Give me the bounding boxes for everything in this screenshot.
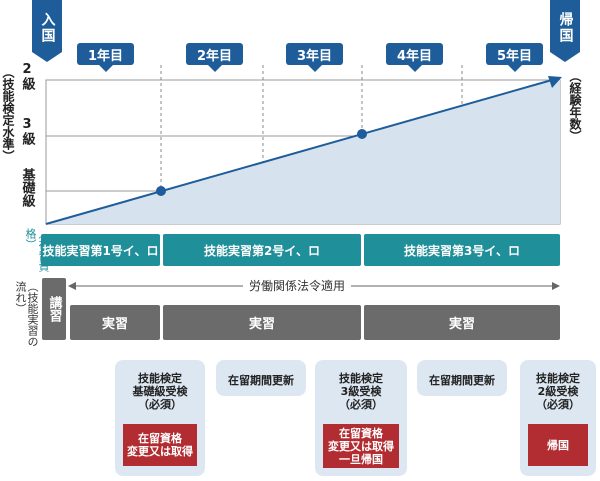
- lecture-label: 講習: [46, 296, 62, 322]
- year-label-1: 1年目: [87, 48, 124, 64]
- training-flow-label: （技能実習の流れ）: [14, 281, 39, 347]
- visa-bar-type2-label: 技能実習第2号イ、ロ: [203, 243, 321, 258]
- year-badge-2: 2年目: [186, 43, 243, 72]
- year-badge-5: 5年目: [486, 43, 543, 72]
- visa-bar-type3: 技能実習第3号イ、ロ: [364, 234, 560, 266]
- exam-card-level3-title: 技能検定 3級受検 （必須）: [339, 372, 383, 411]
- exam-card-level3-action: 在留資格 変更又は取得 一旦帰国: [323, 424, 399, 468]
- lecture-box: 講習: [42, 278, 66, 340]
- year-label-4: 4年目: [396, 48, 433, 64]
- y-axis-label: （技能検定水準）: [1, 66, 15, 162]
- visa-bar-type3-label: 技能実習第3号イ、ロ: [403, 243, 521, 258]
- renewal-card-1: 在留期間更新: [216, 360, 306, 396]
- exam-card-basic: 技能検定 基礎級受検 （必須） 在留資格 変更又は取得: [115, 360, 205, 476]
- skill-growth-line: [45, 79, 553, 225]
- exam-card-level2-action: 帰国: [528, 424, 588, 466]
- renewal-card-2: 在留期間更新: [417, 360, 507, 396]
- year-badge-3: 3年目: [286, 43, 343, 72]
- year-badge-1: 1年目: [77, 43, 134, 72]
- year-badge-4: 4年目: [386, 43, 443, 72]
- practice-bar-3-label: 実習: [448, 317, 475, 332]
- visa-bar-type1: 技能実習第1号イ、ロ: [41, 234, 160, 266]
- visa-bar-type1-label: 技能実習第1号イ、ロ: [42, 243, 159, 258]
- exam-card-level2-title: 技能検定 2級受検 （必須）: [536, 372, 580, 411]
- level3-milestone-dot: [357, 129, 367, 139]
- entry-label: 入国: [39, 12, 56, 44]
- practice-bar-2: 実習: [163, 305, 361, 340]
- level-basic-text: 基礎級: [19, 168, 35, 207]
- year-label-5: 5年目: [496, 48, 533, 64]
- level-3-label: 3級: [16, 117, 38, 149]
- exam-card-basic-title: 技能検定 基礎級受検 （必須）: [132, 372, 188, 411]
- practice-bar-3: 実習: [364, 305, 560, 340]
- level-2-label: 2級: [16, 62, 38, 94]
- return-marker: 帰国: [550, 0, 580, 62]
- level-2-text: 2級: [19, 62, 35, 90]
- growth-arrow-head: [548, 76, 562, 88]
- visa-bar-type2: 技能実習第2号イ、ロ: [163, 234, 361, 266]
- practice-bar-2-label: 実習: [248, 317, 275, 332]
- year-label-2: 2年目: [196, 48, 233, 64]
- exam-card-level2: 技能検定 2級受検 （必須） 帰国: [520, 360, 596, 476]
- x-axis-label: （経験年数）: [568, 70, 582, 142]
- practice-bar-1-label: 実習: [101, 317, 128, 332]
- level-basic-label: 基礎級: [16, 168, 38, 211]
- exam-card-level3: 技能検定 3級受検 （必須） 在留資格 変更又は取得 一旦帰国: [315, 360, 407, 476]
- level-3-text: 3級: [19, 117, 35, 145]
- renewal-card-1-label: 在留期間更新: [228, 374, 294, 387]
- practice-bar-1: 実習: [70, 305, 160, 340]
- return-label: 帰国: [557, 12, 574, 44]
- labor-law-label: 労働関係法令適用: [243, 279, 352, 293]
- renewal-card-2-label: 在留期間更新: [429, 374, 495, 387]
- basic-milestone-dot: [156, 186, 166, 196]
- year-label-3: 3年目: [296, 48, 333, 64]
- exam-card-basic-action: 在留資格 変更又は取得: [123, 424, 197, 466]
- entry-marker: 入国: [32, 0, 62, 62]
